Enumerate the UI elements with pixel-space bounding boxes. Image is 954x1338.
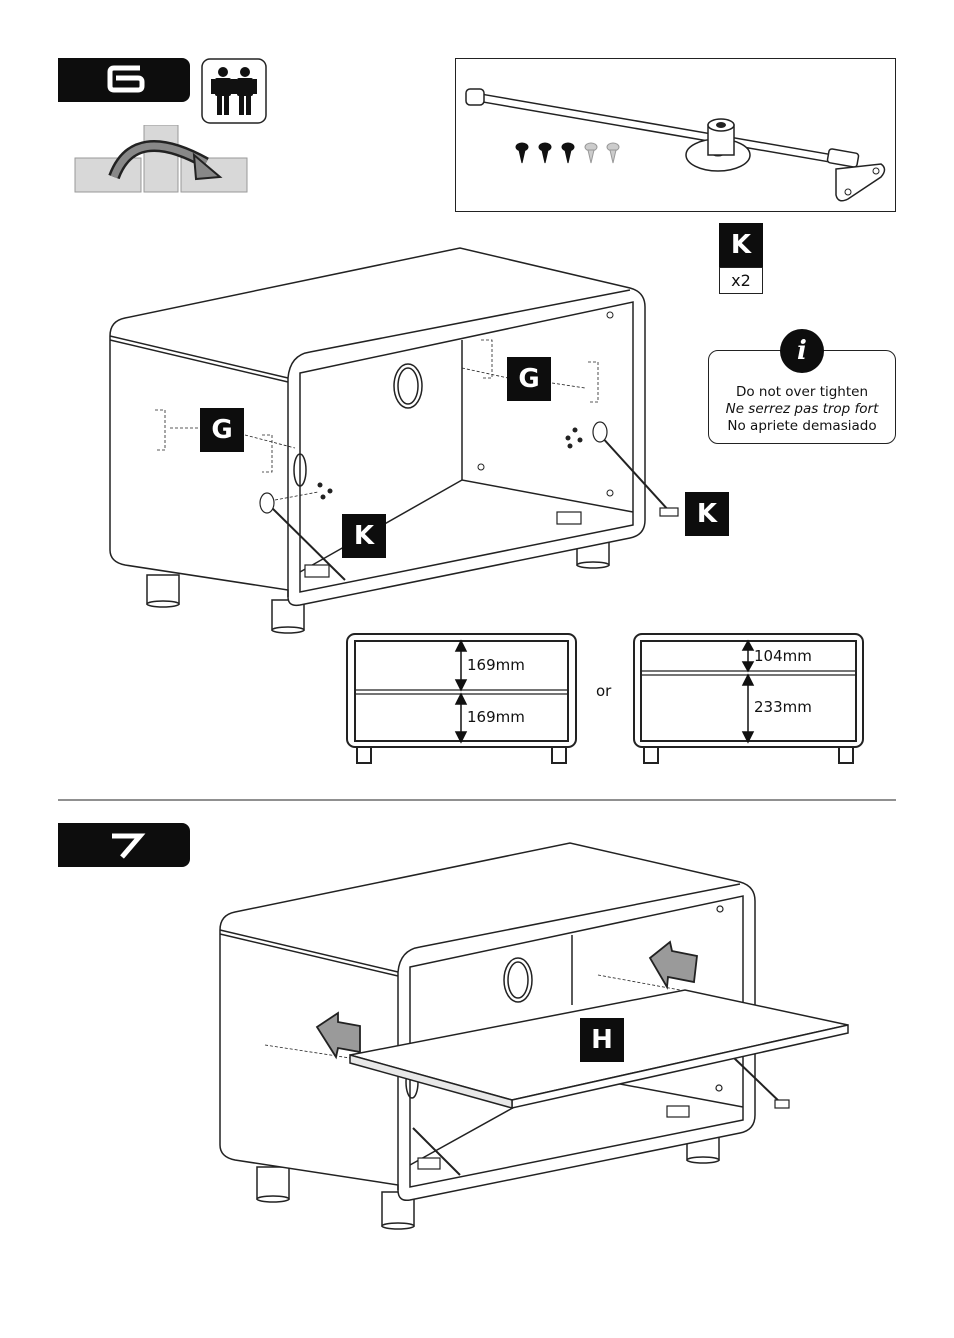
info-line-fr: Ne serrez pas trop fort [725, 401, 879, 417]
push-arrow-icon [315, 940, 698, 1060]
part-label-g: G [507, 357, 551, 401]
quantity-label: x2 [719, 267, 763, 294]
dimension-label: 104mm [754, 647, 812, 665]
info-line-en: Do not over tighten [735, 384, 869, 400]
part-label-g: G [200, 408, 244, 452]
part-label-h: H [580, 1018, 624, 1062]
step-6-number [107, 65, 145, 93]
step-7-badge: 7 [58, 823, 190, 867]
rotate-cabinet-icon [74, 125, 248, 195]
part-label-k: K [685, 492, 729, 536]
screw-icon [515, 142, 620, 164]
hardware-panel [455, 58, 896, 212]
or-separator: or [596, 682, 612, 700]
dimension-label: 169mm [467, 708, 525, 726]
info-note: Do not over tighten Ne serrez pas trop f… [708, 350, 896, 444]
part-label-k: K [342, 514, 386, 558]
dimension-label: 233mm [754, 698, 812, 716]
hardware-k-count: K x2 [719, 223, 763, 294]
two-person-icon [201, 58, 267, 124]
stay-arm-illustration [465, 88, 886, 202]
info-line-es: No apriete demasiado [727, 418, 877, 434]
step-6-badge: 6 [58, 58, 190, 102]
part-label-k: K [719, 223, 763, 267]
step-7-number [112, 833, 146, 859]
info-icon: i [780, 329, 824, 373]
dimension-label: 169mm [467, 656, 525, 674]
